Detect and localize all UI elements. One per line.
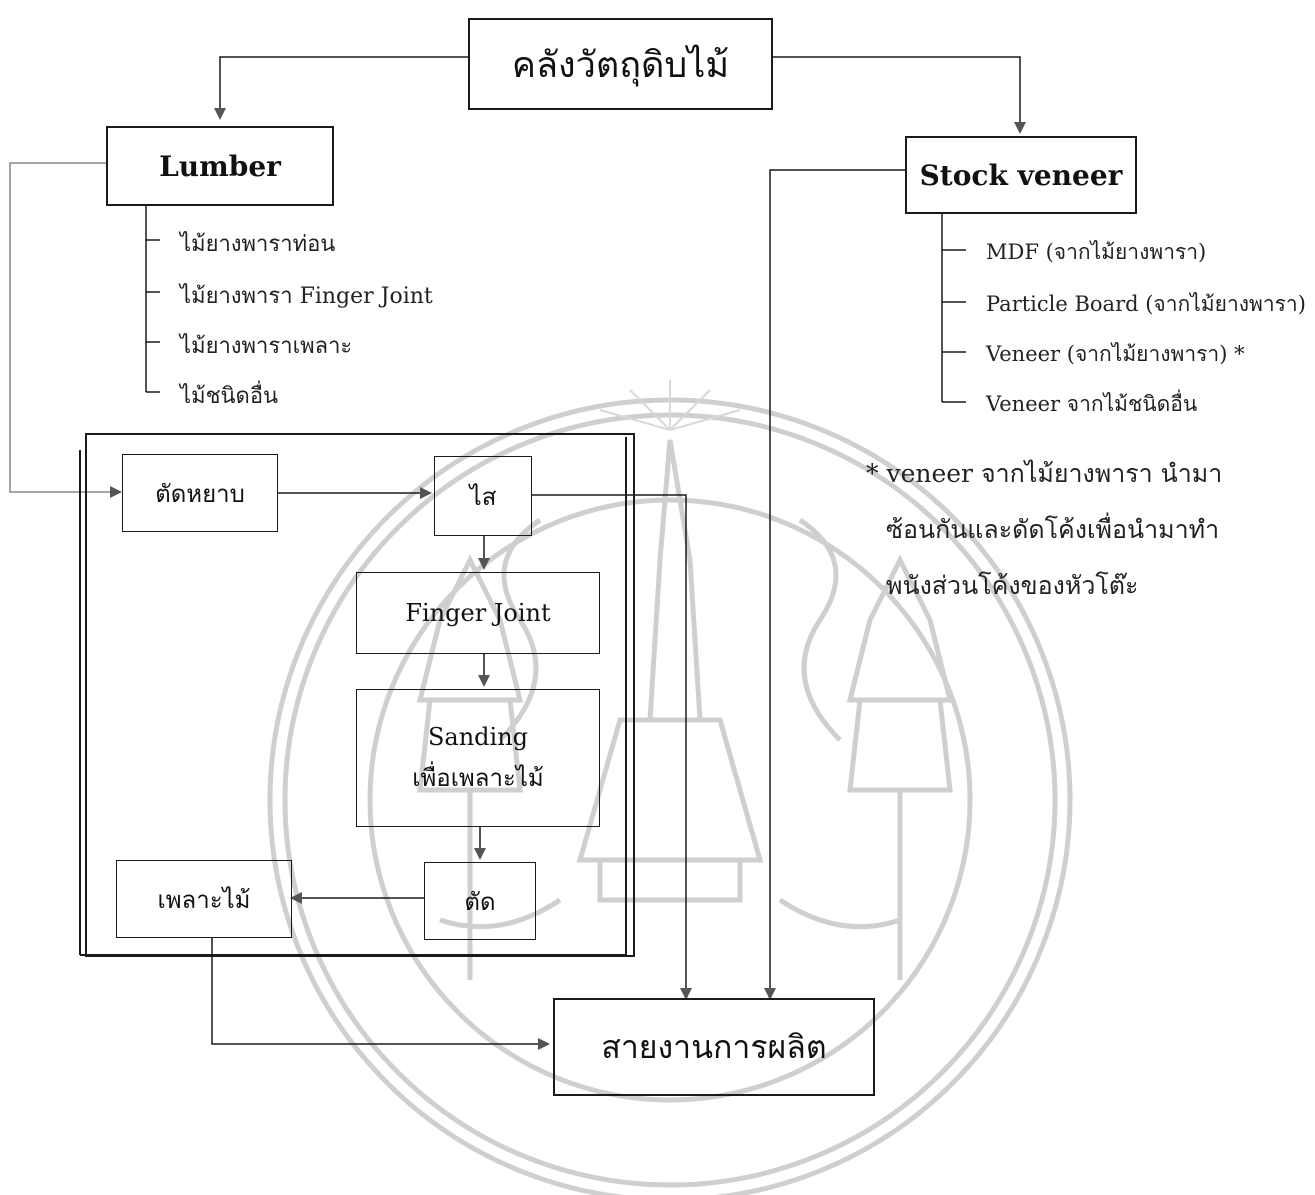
raw-material-store-box: คลังวัตถุดิบไม้ <box>468 18 773 110</box>
laminate-box: เพลาะไม้ <box>116 860 292 938</box>
cut-label: ตัด <box>464 887 496 916</box>
laminate-label: เพลาะไม้ <box>157 885 251 914</box>
veneer-item: MDF (จากไม้ยางพารา) <box>986 240 1207 264</box>
veneer-item: Veneer จากไม้ชนิดอื่น <box>986 392 1198 416</box>
raw-material-store-label: คลังวัตถุดิบไม้ <box>511 44 730 86</box>
production-line-label: สายงานการผลิต <box>601 1027 827 1066</box>
lumber-label: Lumber <box>159 149 281 183</box>
lumber-item: ไม้ชนิดอื่น <box>180 384 279 409</box>
sanding-box: Sanding เพื่อเพลาะไม้ <box>356 689 600 827</box>
veneer-note-line: * veneer จากไม้ยางพารา นำมา <box>866 459 1223 488</box>
production-line-box: สายงานการผลิต <box>553 998 875 1096</box>
lumber-item: ไม้ยางพาราเพลาะ <box>180 334 353 359</box>
rough-cut-box: ตัดหยาบ <box>122 454 278 532</box>
veneer-item: Particle Board (จากไม้ยางพารา) <box>986 292 1306 316</box>
finger-joint-box: Finger Joint <box>356 572 600 654</box>
lumber-box: Lumber <box>106 126 334 206</box>
sanding-label: Sanding <box>427 723 529 752</box>
cut-box: ตัด <box>424 862 536 940</box>
stock-veneer-label: Stock veneer <box>919 158 1123 192</box>
rough-cut-label: ตัดหยาบ <box>155 479 245 508</box>
veneer-note-line: ซ้อนกันและดัดโค้งเพื่อนำมาทำ <box>886 515 1220 544</box>
stock-veneer-box: Stock veneer <box>905 136 1137 214</box>
lumber-item: ไม้ยางพาราท่อน <box>180 232 336 257</box>
veneer-note-line: พนังส่วนโค้งของหัวโต๊ะ <box>886 571 1139 600</box>
finger-joint-label: Finger Joint <box>405 599 551 627</box>
plane-label: ไส <box>469 482 497 511</box>
lumber-item: ไม้ยางพารา Finger Joint <box>180 284 433 309</box>
sanding-purpose-label: เพื่อเพลาะไม้ <box>412 764 544 792</box>
plane-box: ไส <box>434 456 532 536</box>
veneer-item: Veneer (จากไม้ยางพารา) * <box>986 342 1245 366</box>
